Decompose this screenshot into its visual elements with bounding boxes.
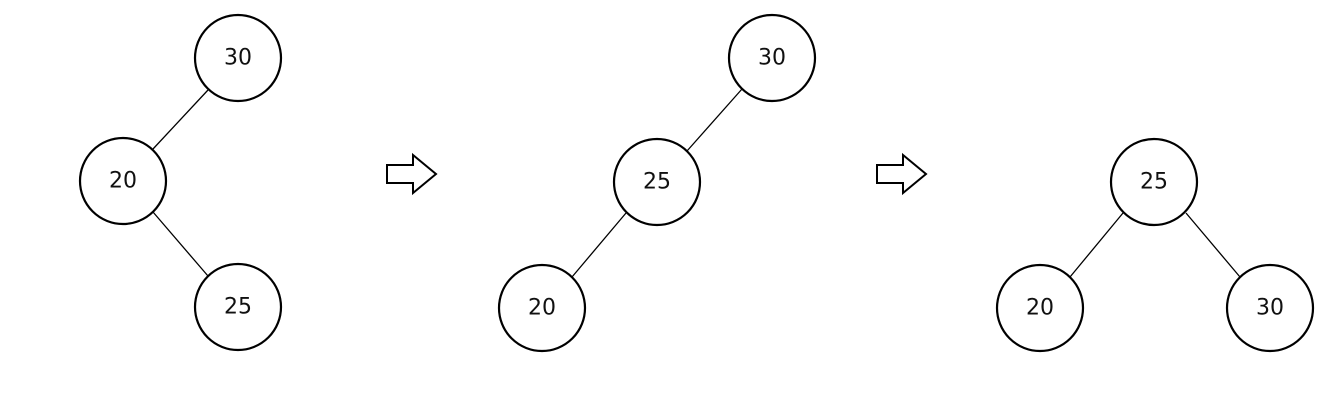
stage-2-node-mid: 25 — [612, 137, 702, 227]
stage-1-node-root-label: 30 — [224, 46, 252, 71]
stage-1-node-mid: 20 — [78, 136, 168, 226]
stage-1-node-leaf-label: 25 — [224, 295, 252, 320]
stage-3-node-left: 20 — [995, 263, 1085, 353]
stage-2-node-root-label: 30 — [758, 46, 786, 71]
stage-3-edge-25-20 — [1069, 212, 1124, 278]
stage-2-node-leaf-label: 20 — [528, 296, 556, 321]
stage-1-node-root: 30 — [193, 13, 283, 103]
stage-3-node-root-label: 25 — [1140, 170, 1168, 195]
right-arrow-icon — [386, 152, 438, 196]
stage-3-node-right-label: 30 — [1256, 296, 1284, 321]
stage-2-tree: 30 25 20 — [497, 13, 817, 353]
stage-1-edge-20-25 — [152, 211, 209, 277]
stage-1-node-leaf: 25 — [193, 262, 283, 352]
stage-2-edge-30-25 — [686, 88, 743, 152]
stage-3-node-root: 25 — [1109, 137, 1199, 227]
stage-1-node-mid-label: 20 — [109, 169, 137, 194]
stage-1-edge-30-20 — [152, 89, 209, 150]
stage-3-node-right: 30 — [1225, 263, 1315, 353]
stage-3-edge-25-30 — [1185, 212, 1241, 278]
stage-3-node-left-label: 20 — [1026, 296, 1054, 321]
stage-2-node-mid-label: 25 — [643, 170, 671, 195]
stage-2-node-leaf: 20 — [497, 263, 587, 353]
stage-3-tree: 25 20 30 — [995, 137, 1315, 353]
stage-1-tree: 30 20 25 — [78, 13, 283, 352]
right-arrow-icon — [876, 152, 928, 196]
stage-2-node-root: 30 — [727, 13, 817, 103]
stage-2-edge-25-20 — [571, 212, 627, 278]
